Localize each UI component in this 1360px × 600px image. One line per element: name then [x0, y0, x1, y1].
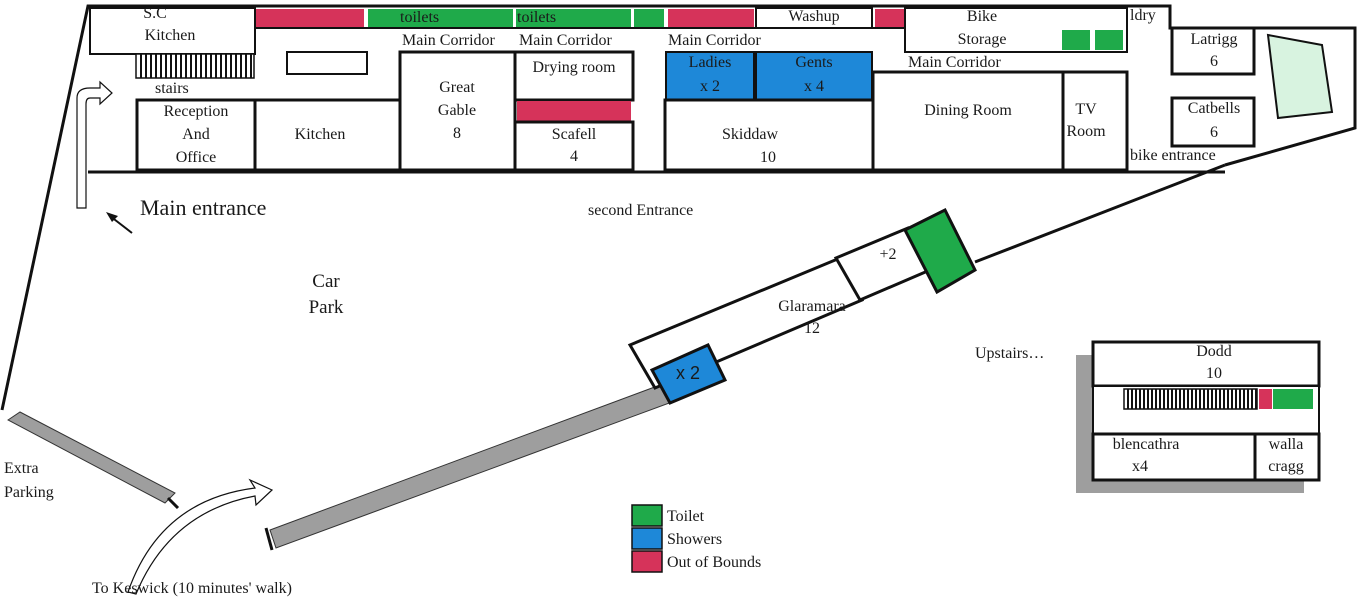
skiddaw-room: [663, 98, 875, 172]
room-label: Dining Room: [924, 102, 1012, 119]
out-of-bounds-cell: [668, 9, 754, 27]
room-label: Kitchen: [295, 126, 346, 143]
path-edge: [264, 527, 274, 551]
out-of-bounds-cell: [875, 9, 905, 27]
bike-storage-room: [904, 7, 1128, 53]
corridor-label: Main Corridor: [668, 32, 762, 49]
sc-kitchen-room: [89, 7, 256, 55]
room-label: Drying room: [532, 59, 616, 76]
upstairs-label: Upstairs…: [975, 345, 1044, 362]
out-of-bounds-cell: [517, 101, 631, 121]
toilet-cell: [516, 9, 631, 27]
room-label: Washup: [788, 8, 839, 25]
kitchen-alcove: [286, 51, 368, 75]
legend-toilet-label: Toilet: [667, 508, 705, 525]
main-entrance-label: Main entrance: [140, 195, 266, 220]
keswick-label: To Keswick (10 minutes' walk): [92, 580, 292, 597]
great-gable-room: [398, 50, 517, 172]
kitchen-room: [253, 98, 402, 172]
legend-showers-swatch: [631, 527, 663, 550]
stairs-symbol: [135, 53, 255, 79]
second-entrance-label: second Entrance: [588, 202, 693, 219]
corridor-label: Main Corridor: [908, 54, 1002, 71]
catbells-room: [1170, 96, 1256, 148]
main-entrance-pointer: [106, 212, 133, 234]
corridor-label: Main Corridor: [519, 32, 613, 49]
glaramara-path: [269, 384, 673, 549]
extra-parking-path: [7, 411, 176, 504]
dining-room: [871, 70, 1065, 172]
bike-area: [1266, 33, 1334, 120]
legend-out-of-bounds-label: Out of Bounds: [667, 554, 761, 571]
walla-cragg-room: [1253, 432, 1321, 482]
room-label: x 2: [676, 363, 700, 383]
dodd-room: [1091, 340, 1321, 388]
blencathra-room: [1091, 432, 1257, 482]
out-of-bounds-cell: [256, 9, 364, 27]
room-label: stairs: [155, 80, 189, 97]
glaramara-approach-wall: [974, 163, 1226, 264]
scafell-room: [513, 120, 635, 172]
toilet-cell: [1095, 30, 1123, 50]
room-label: +2: [879, 246, 896, 263]
glaramara-toilet: [902, 207, 977, 295]
legend-toilet-swatch: [631, 504, 663, 527]
room-label: toilets: [517, 9, 556, 26]
entrance-route-arrow: [76, 80, 113, 209]
stairs-symbol: [1123, 388, 1258, 410]
parking-edge: [166, 496, 180, 510]
toilet-cell: [1273, 389, 1313, 409]
tv-room: [1061, 70, 1129, 172]
toilet-cell: [634, 9, 664, 27]
glaramara-showers: [649, 343, 728, 405]
room-label: bike entrance: [1130, 147, 1216, 164]
site-boundary: [0, 4, 1357, 411]
room-label: ldry: [1130, 7, 1156, 24]
room-label: toilets: [400, 9, 439, 26]
legend-out-of-bounds-swatch: [631, 550, 663, 573]
out-of-bounds-cell: [1259, 389, 1272, 409]
toilet-cell: [368, 9, 513, 27]
legend-showers-label: Showers: [667, 531, 722, 548]
corridor-label: Main Corridor: [402, 32, 496, 49]
toilet-cell: [1062, 30, 1090, 50]
drying-room: [513, 50, 635, 102]
keswick-direction-arrow: [127, 478, 274, 595]
latrigg-room: [1170, 26, 1256, 76]
